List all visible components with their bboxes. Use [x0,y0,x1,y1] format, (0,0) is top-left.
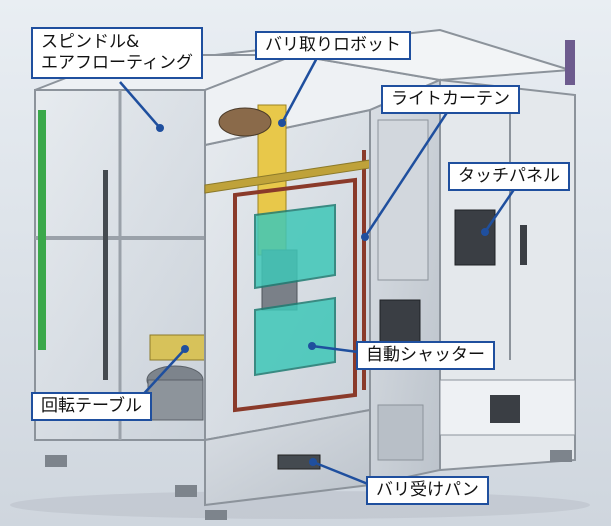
label-spindle-line2: エアフローティング [41,53,193,73]
light-curtain-strip [233,177,357,413]
leveling-feet [45,450,572,520]
label-burr-pan: バリ受けパン [366,476,489,505]
leader-burr-pan [312,460,369,486]
leader-rotary-table [137,348,186,401]
label-touch-panel: タッチパネル [448,162,570,191]
leader-spindle [119,81,161,129]
touch-panel-device [454,209,496,266]
leader-lines [119,55,517,486]
label-auto-shutter: 自動シャッター [356,341,495,370]
leader-dots [156,119,489,466]
leader-touch-panel [483,187,517,233]
label-light-curtain: ライトカーテン [381,85,520,114]
left-enclosure [34,54,296,441]
shutter-window-upper [254,203,336,290]
floor-shadow [10,491,590,519]
label-spindle-air-floating: スピンドル& エアフローティング [31,27,203,79]
label-rotary-table: 回転テーブル [31,392,152,421]
label-spindle-line1: スピンドル& [41,32,140,52]
green-led-strip [38,110,46,350]
label-deburr-robot: バリ取りロボット [255,31,411,60]
shutter-window-lower [254,296,336,377]
leader-shutter [311,344,359,354]
leader-light-curtain [363,110,450,238]
leader-robot [280,55,320,124]
